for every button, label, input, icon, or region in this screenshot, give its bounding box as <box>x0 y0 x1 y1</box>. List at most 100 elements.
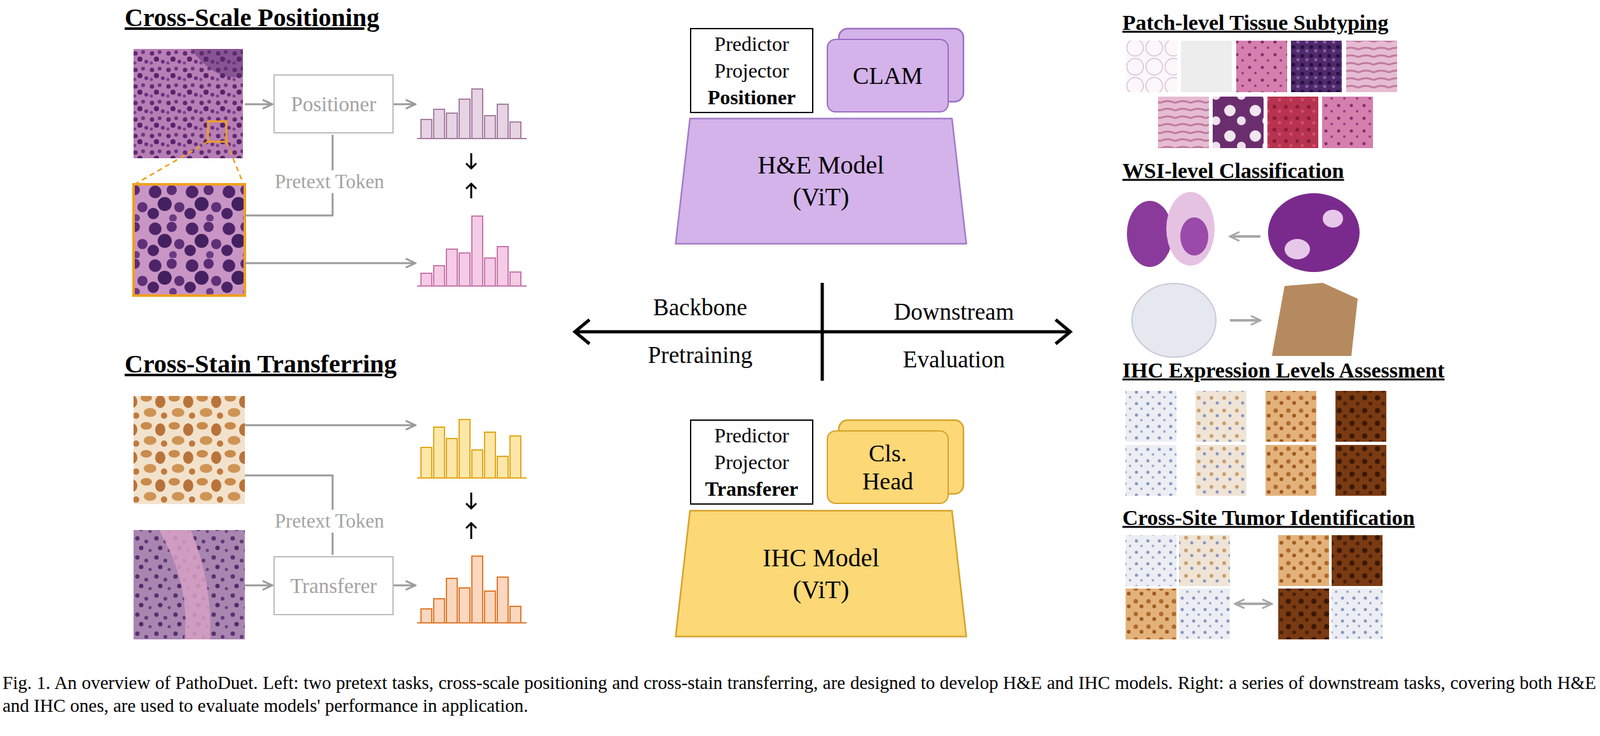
flow-lines-part <box>244 262 416 265</box>
ihc-tiles-part <box>1335 445 1387 497</box>
cross-site-tiles-part <box>1331 588 1383 640</box>
patch-tiles-part <box>1126 40 1178 93</box>
section-title: Patch-level Tissue Subtyping <box>1122 10 1389 35</box>
flow-lines-part <box>393 585 416 587</box>
process-box: Positioner <box>273 74 394 134</box>
stacked-box: CLAM <box>826 38 949 113</box>
section-title: Cross-Stain Transferring <box>124 349 397 380</box>
cross-site-tiles-part <box>1234 602 1272 606</box>
cross-site-tiles <box>1125 535 1383 640</box>
node-text: Positioner <box>707 83 797 111</box>
compare-arrows <box>466 153 477 540</box>
flow-lines-part <box>244 585 273 587</box>
node-content: PredictorProjectorPositioner <box>691 29 813 112</box>
node-text: Projector <box>714 57 789 84</box>
histograms-part <box>420 556 521 624</box>
node-text: H&E Model (ViT) <box>747 149 895 214</box>
left-patches-part <box>133 184 245 296</box>
histograms-part <box>417 477 527 479</box>
node-content: Cls. Head <box>827 431 948 504</box>
left-patches-part <box>207 121 227 142</box>
histograms <box>417 89 527 624</box>
node-content: Transferer <box>274 557 393 615</box>
histograms-part <box>417 137 527 140</box>
node-text: Predictor <box>714 422 789 449</box>
ihc-tiles <box>1125 391 1387 497</box>
trapezoid-model: H&E Model (ViT) <box>674 117 968 245</box>
node-content: H&E Model (ViT) <box>674 117 968 245</box>
trapezoid-outline <box>674 510 968 638</box>
node-text: Predictor <box>714 30 789 58</box>
label-text: Evaluation <box>903 345 1005 374</box>
label-text: Backbone <box>653 293 748 322</box>
node-text: Positioner <box>291 91 377 118</box>
node-text: Cls. Head <box>862 439 914 496</box>
section-title: IHC Expression Levels Assessment <box>1122 358 1445 383</box>
patch-tiles-part <box>1267 96 1319 149</box>
flow-lines-part <box>244 424 416 427</box>
wsi-thumbnails-part <box>1271 282 1358 357</box>
process-box: PredictorProjectorTransferer <box>689 419 814 505</box>
compare-arrows-part <box>466 183 477 199</box>
node-text: IHC Model (ViT) <box>747 542 895 607</box>
wsi-thumbnails-part <box>1166 192 1215 266</box>
ihc-tiles-part <box>1195 445 1247 497</box>
axes <box>574 282 1071 381</box>
axes-part <box>820 282 825 381</box>
section-title: Cross-Scale Positioning <box>124 3 380 33</box>
patch-tiles-part <box>1236 40 1288 93</box>
figure-caption: Fig. 1. An overview of PathoDuet. Left: … <box>2 671 1597 718</box>
compare-arrows-part <box>466 492 477 509</box>
axes-part <box>574 319 590 345</box>
left-patches <box>133 48 245 640</box>
patch-tiles-part <box>1346 40 1398 93</box>
trapezoid-model: IHC Model (ViT) <box>674 510 968 638</box>
wsi-thumbnails-part <box>1284 239 1311 260</box>
patch-tiles-part <box>1290 40 1342 93</box>
node-text: Transferer <box>289 573 377 600</box>
left-patches-part <box>133 396 245 505</box>
wsi-thumbnails-part <box>1229 236 1261 321</box>
section-title: Cross-Site Tumor Identification <box>1122 505 1415 531</box>
trapezoid-shape <box>675 511 967 638</box>
node-content: PredictorProjectorTransferer <box>691 420 813 504</box>
node-content: IHC Model (ViT) <box>674 510 968 638</box>
patch-tiles <box>1126 40 1398 149</box>
cross-site-tiles-part <box>1331 535 1383 587</box>
left-patches-part <box>133 530 245 640</box>
left-patches-part <box>190 48 243 78</box>
trapezoid-shape <box>675 118 967 245</box>
cross-site-tiles-part <box>1179 588 1230 640</box>
node-content: Positioner <box>274 75 393 133</box>
histograms-part <box>420 419 521 479</box>
wsi-thumbnails-part <box>1322 209 1344 228</box>
cross-site-tiles-part <box>1179 535 1230 587</box>
wsi-thumbnails-part <box>1268 193 1360 273</box>
patch-tiles-part <box>1158 96 1209 149</box>
ihc-tiles-part <box>1265 445 1317 497</box>
flow-lines-part <box>393 103 416 106</box>
cross-site-tiles-part <box>1125 588 1177 640</box>
label-text: Pretraining <box>648 341 753 369</box>
process-box: Transferer <box>273 556 394 616</box>
ihc-tiles-part <box>1125 445 1177 497</box>
compare-arrows-part <box>466 153 477 169</box>
patch-tiles-part <box>1212 96 1264 149</box>
process-box: PredictorProjectorPositioner <box>689 27 814 114</box>
flow-lines-part <box>244 103 273 106</box>
histograms-part <box>417 285 527 287</box>
stacked-box: Cls. Head <box>826 430 949 505</box>
node-text: CLAM <box>852 61 923 90</box>
patch-tiles-part <box>1180 40 1232 93</box>
wsi-thumbnails-part <box>1180 217 1209 256</box>
compare-arrows-part <box>466 523 477 540</box>
axes-part <box>1055 319 1071 345</box>
histograms-part <box>420 89 521 139</box>
wsi-thumbnails-part <box>1131 283 1216 358</box>
patch-tiles-part <box>1322 96 1373 149</box>
histograms-part <box>417 622 527 624</box>
ihc-tiles-part <box>1195 391 1247 442</box>
ihc-tiles-part <box>1335 391 1387 442</box>
node-text: Transferer <box>705 475 799 503</box>
